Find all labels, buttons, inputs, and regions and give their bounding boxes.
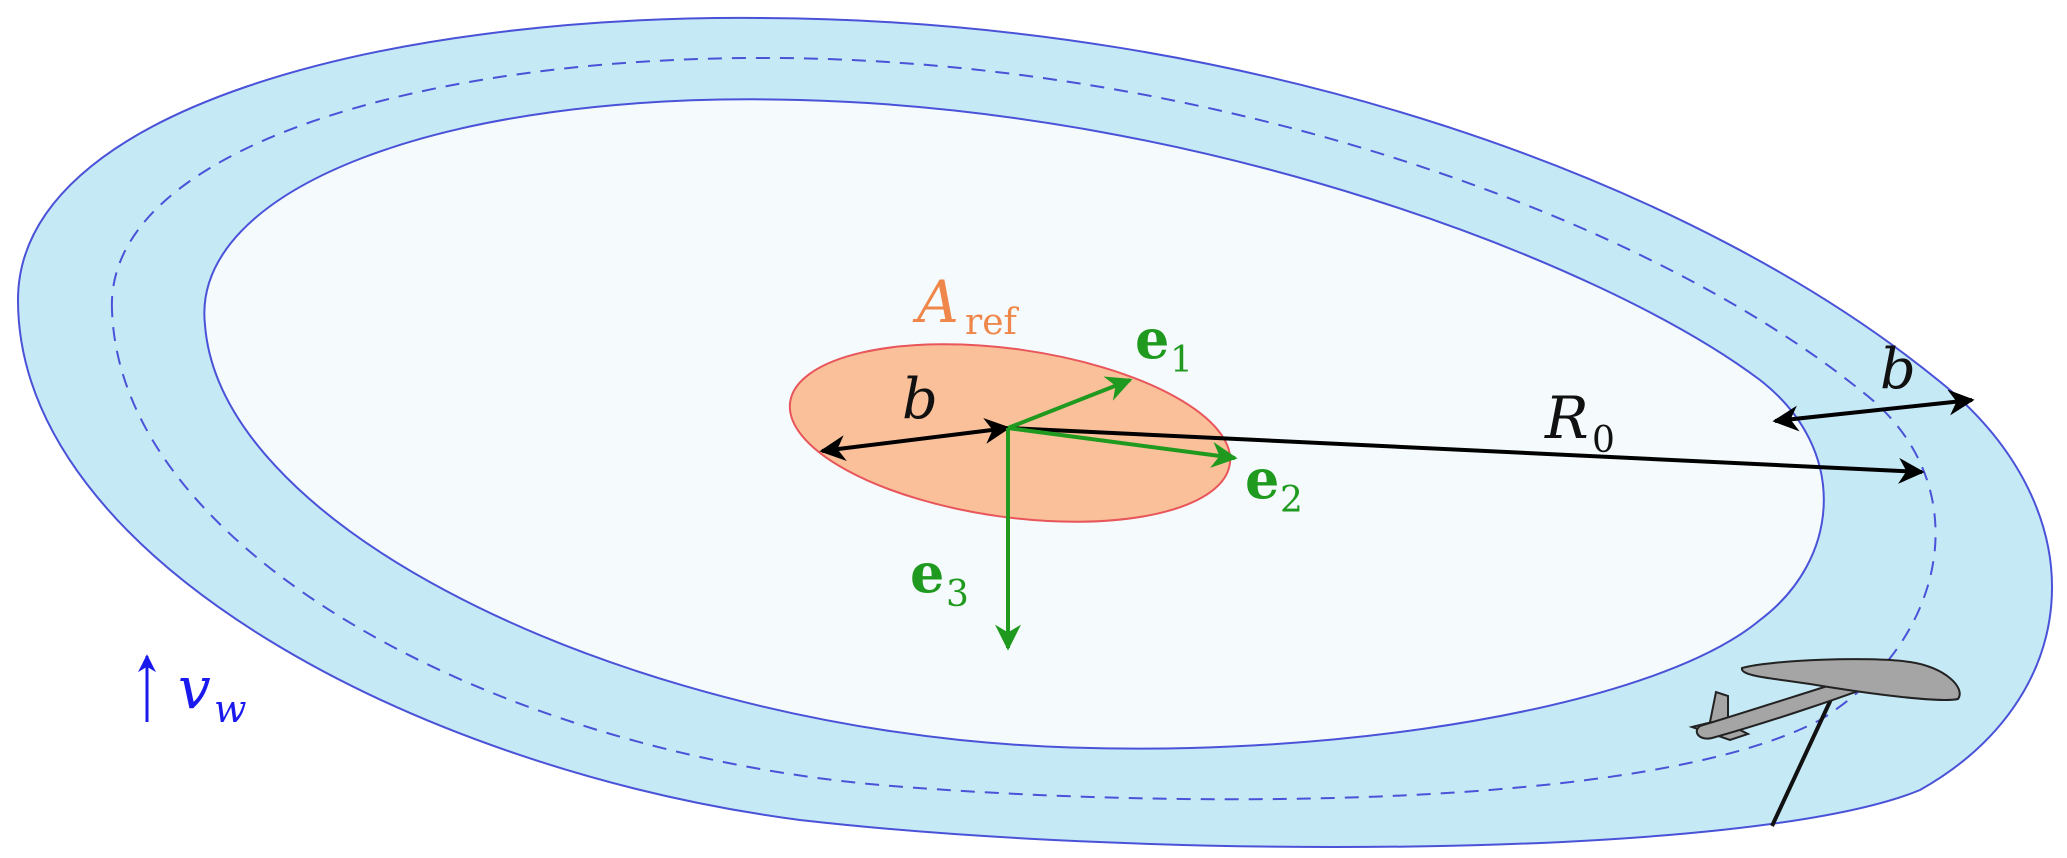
e2-label: e 2	[1245, 447, 1303, 521]
reference-area-subscript: ref	[965, 302, 1020, 343]
wind-subscript: w	[214, 687, 247, 731]
unit-vector-e1	[1007, 376, 1133, 430]
aircraft-icon	[1688, 658, 1961, 827]
wingspan-arrow-inner	[819, 417, 1011, 462]
wind-symbol: v	[178, 654, 211, 722]
tether	[1770, 694, 1835, 827]
unit-vector-e2	[1007, 426, 1238, 468]
e1-subscript: 1	[1170, 340, 1193, 381]
reference-area-label: A ref	[912, 268, 1020, 343]
radius-label: R 0	[1544, 384, 1615, 461]
e1-label: e 1	[1135, 307, 1193, 381]
radius-subscript: 0	[1592, 420, 1615, 461]
e3-subscript: 3	[946, 574, 969, 615]
e3-label: e 3	[910, 541, 969, 615]
e2-symbol: e	[1245, 447, 1279, 511]
e1-symbol: e	[1135, 307, 1169, 371]
wind-label: v w	[178, 654, 247, 731]
annulus-width-arrow	[1772, 389, 1975, 432]
wingspan-label-inner: b	[902, 367, 938, 432]
radius-symbol: R	[1544, 384, 1589, 452]
radius-arrow	[1007, 426, 1925, 484]
e3-symbol: e	[910, 541, 944, 605]
annulus-width-label: b	[1880, 337, 1916, 402]
reference-flight-path	[110, 56, 1937, 801]
reference-area-symbol: A	[912, 268, 959, 336]
e2-subscript: 2	[1280, 480, 1303, 521]
